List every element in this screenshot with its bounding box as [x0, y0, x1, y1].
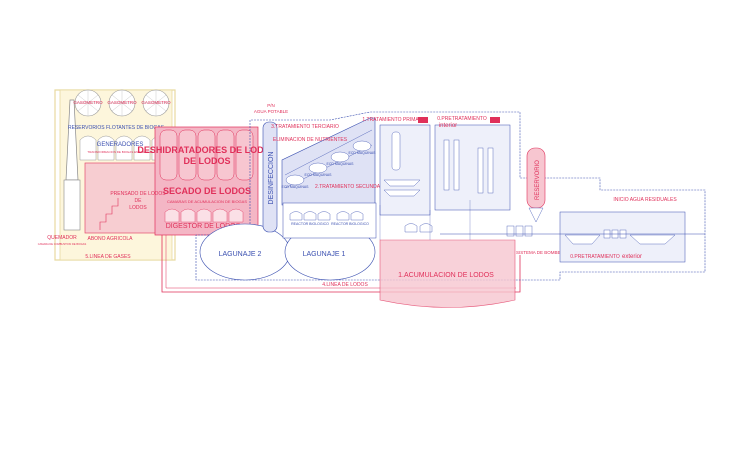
- primario-marker: [418, 117, 428, 123]
- pretrat-interior-num-label: 0.PRETRATAMIENTO: [437, 116, 487, 122]
- trat-secundario-label: 2.TRATAMIENTO SECUNDARIO: [315, 184, 389, 190]
- trat-primario-label: 1.TRATAMIENTO PRIMARIO: [362, 117, 427, 123]
- deshidratadores-label: DESHIDRATADORES DE LODOS: [137, 145, 276, 155]
- elim-nutrientes-label: ELIMINACION DE NUTRIENTES: [273, 137, 348, 143]
- camaras-biogas-label: CAMARAS DE ACUMULACION DE BIOGAS: [167, 199, 247, 204]
- prensado-stairs: [99, 198, 119, 230]
- reservorio-label: RESERVORIO: [535, 160, 541, 200]
- ecd-label-3: ECD MAQUINAS: [326, 162, 354, 166]
- quemador-label: QUEMADOR: [47, 235, 77, 241]
- gasometro-label-2: GASOMETRO: [107, 100, 137, 105]
- pretrat-exterior-label: exterior: [622, 254, 642, 260]
- acumulacion-lodos-area: [379, 239, 516, 308]
- de-lodos-label: DE LODOS: [183, 156, 230, 166]
- desinfeccion-label: DESINFECCION: [268, 152, 275, 205]
- desinfeccion-tower: [262, 121, 278, 233]
- reactor-area: [282, 202, 377, 239]
- quemador-sub-label: CAMARA DE COMBUSTION DE BIOGAS: [38, 242, 87, 246]
- pretrat-interior-marker: [490, 117, 500, 123]
- reactor-tanks: [289, 211, 364, 221]
- reactor-label-1: REACTOR BIOLOGICO: [291, 222, 329, 226]
- generadores-sub-label: TRANSFORMACION DE BIOGAS EN ENERGIA: [87, 150, 152, 154]
- linea-gases-label: 5.LINEA DE GASES: [85, 254, 131, 260]
- reservorios-flotantes-label: RESERVORIOS FLOTANTES DE BIOGAS: [68, 125, 165, 131]
- trat-terciario-label: 3.TRATAMIENTO TERCIARIO: [271, 124, 339, 130]
- primary-clarifiers: [383, 179, 421, 197]
- ecd-label-1: ECD MAQUINAS: [281, 185, 309, 189]
- agua-potable-label: AGUA POTABLE: [254, 109, 288, 114]
- digestor-label: DIGESTOR DE LODOS: [166, 223, 241, 230]
- water-main-outline: [195, 111, 706, 281]
- pin-label: P/N: [267, 103, 275, 108]
- pretrat-interior-columns: [443, 139, 494, 194]
- primary-treatment-block: [379, 124, 431, 216]
- ecd-label-4: ECD MAQUINAS: [348, 151, 376, 155]
- sludge-line: [161, 235, 521, 293]
- dehydrator-tanks: [159, 129, 254, 181]
- lagunaje1-label: LAGUNAJE 1: [303, 251, 346, 258]
- acumulacion-label: 1.ACUMULACION DE LODOS: [398, 272, 494, 279]
- generadores-label: GENERADORES: [97, 142, 144, 148]
- prensado-label: PRENSADO DE LODOS: [110, 191, 166, 197]
- lagunaje2-label: LAGUNAJE 2: [219, 251, 262, 258]
- ecd-machines: [285, 140, 372, 186]
- lodos-small-label: LODOS: [129, 205, 147, 211]
- pumping-system: [506, 225, 533, 237]
- sistema-bombeo-label: SISTEMA DE BOMBEO: [516, 250, 565, 255]
- linea-lodos-label: 4.LINEA DE LODOS: [322, 282, 368, 288]
- pretrat-exterior-num-label: 0.PRETRATAMIENTO: [570, 254, 620, 260]
- inicio-agua-label: INICIO AGUA RESIDUALES: [613, 197, 677, 203]
- secado-label: SECADO DE LODOS: [163, 186, 251, 196]
- de-lodos-small-label: DE: [135, 198, 143, 204]
- gasometro-label-1: GASOMETRO: [73, 100, 103, 105]
- abono-label: ABONO AGRICOLA: [87, 236, 133, 242]
- reactor-label-2: REACTOR BIOLOGICO: [331, 222, 369, 226]
- ecd-label-2: ECD MAQUINAS: [304, 173, 332, 177]
- gasometers: [74, 89, 170, 117]
- gasometro-label-3: GASOMETRO: [141, 100, 171, 105]
- digester-tanks: [164, 208, 244, 223]
- sludge-tanks: [404, 223, 433, 233]
- pretrat-interior-label: interior: [439, 123, 457, 129]
